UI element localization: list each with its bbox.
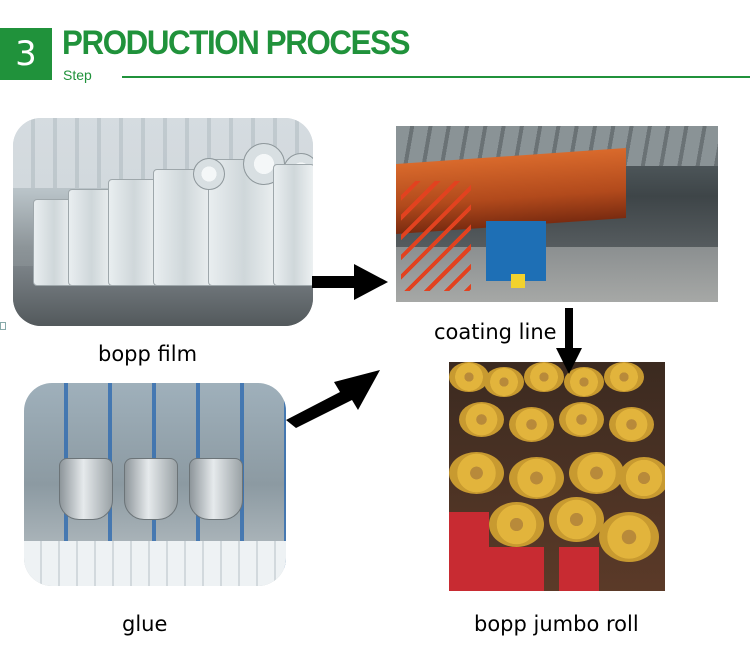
step-number-badge: 3 xyxy=(0,28,52,80)
glue-label: glue xyxy=(122,612,168,636)
decorative-mark xyxy=(0,322,6,330)
glue-photo xyxy=(24,383,286,586)
bopp-film-photo xyxy=(13,118,313,326)
page-subtitle: Step xyxy=(63,67,92,83)
bopp-jumbo-roll-photo xyxy=(449,362,665,591)
bopp-jumbo-roll-label: bopp jumbo roll xyxy=(474,612,639,636)
arrow-film-to-coating xyxy=(312,264,388,300)
header-divider xyxy=(122,76,750,78)
page-title: PRODUCTION PROCESS xyxy=(62,24,410,62)
coating-line-label: coating line xyxy=(434,320,557,344)
arrow-coating-to-jumbo xyxy=(556,308,582,374)
arrow-glue-to-coating xyxy=(286,370,380,428)
bopp-film-label: bopp film xyxy=(98,342,198,366)
coating-line-photo xyxy=(396,126,718,302)
